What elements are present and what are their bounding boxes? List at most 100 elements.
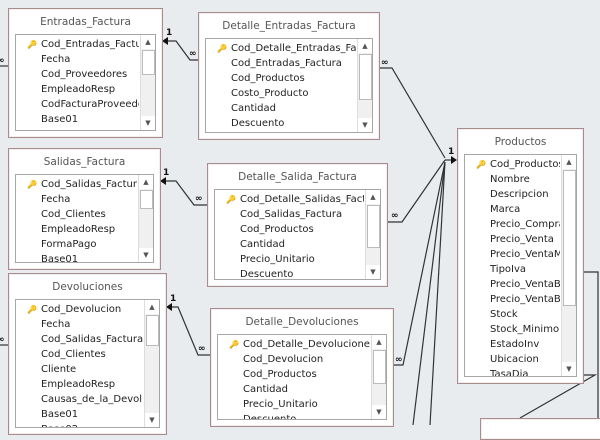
- field-item[interactable]: 🔑Cod_Salidas_Factura: [16, 177, 137, 192]
- table-title[interactable]: Salidas_Factura: [43, 156, 126, 168]
- field-item[interactable]: Cod_Entradas_Factura: [206, 56, 356, 71]
- table-entradas-factura[interactable]: Entradas_Factura 🔑Cod_Entradas_FacturaFe…: [8, 8, 163, 138]
- scroll-down-icon[interactable]: ▼: [141, 116, 155, 130]
- field-item[interactable]: Stock: [465, 307, 560, 322]
- field-item[interactable]: TasaDia: [465, 367, 560, 376]
- scroll-thumb[interactable]: [359, 54, 372, 100]
- scroll-thumb[interactable]: [142, 50, 155, 75]
- field-item[interactable]: TipoIva: [465, 262, 560, 277]
- field-item[interactable]: Descripcion: [465, 187, 560, 202]
- field-item[interactable]: Ubicacion: [465, 352, 560, 367]
- field-item[interactable]: Cod_Clientes: [16, 347, 143, 362]
- field-item[interactable]: Cod_Productos: [215, 222, 364, 237]
- scroll-down-icon[interactable]: ▼: [139, 248, 153, 262]
- table-title[interactable]: Detalle_Devoluciones: [245, 316, 359, 328]
- field-item[interactable]: Base02: [16, 127, 139, 130]
- field-item[interactable]: Precio_Compra: [465, 217, 560, 232]
- field-item[interactable]: Precio_VentaMayor: [465, 247, 560, 262]
- field-item[interactable]: Cod_Productos: [206, 71, 356, 86]
- table-partial[interactable]: [480, 418, 600, 440]
- scrollbar[interactable]: ▲ ▼: [138, 175, 153, 262]
- field-item[interactable]: Descuento: [215, 267, 364, 279]
- field-item[interactable]: Descuento: [206, 116, 356, 131]
- scroll-up-icon[interactable]: ▲: [141, 35, 155, 49]
- field-item[interactable]: Cod_Clientes: [16, 207, 137, 222]
- scroll-up-icon[interactable]: ▲: [139, 175, 153, 189]
- field-item[interactable]: Stock_Minimo: [465, 322, 560, 337]
- table-title[interactable]: Detalle_Salida_Factura: [238, 171, 357, 183]
- field-item[interactable]: EmpleadoResp: [16, 377, 143, 392]
- scroll-thumb[interactable]: [373, 350, 386, 384]
- field-item[interactable]: Base01: [16, 112, 139, 127]
- field-item[interactable]: Fecha: [16, 317, 143, 332]
- table-title[interactable]: Productos: [494, 136, 547, 148]
- field-item[interactable]: Cod_Devolucion: [218, 352, 370, 367]
- field-item[interactable]: Base01: [16, 407, 143, 422]
- field-item[interactable]: FormaPago: [16, 237, 137, 252]
- field-item[interactable]: Precio_Unitario: [218, 397, 370, 412]
- field-item[interactable]: CodFacturaProveedor: [16, 97, 139, 112]
- field-item[interactable]: Marca: [465, 202, 560, 217]
- scroll-down-icon[interactable]: ▼: [358, 118, 372, 132]
- field-item[interactable]: Causas_de_la_Devolución: [16, 392, 143, 407]
- scrollbar[interactable]: ▲ ▼: [561, 155, 576, 376]
- field-item[interactable]: 🔑Cod_Entradas_Factura: [16, 37, 139, 52]
- field-item[interactable]: Cantidad: [218, 382, 370, 397]
- field-item[interactable]: Cliente: [16, 362, 143, 377]
- field-item[interactable]: Cod_Salidas_Factura: [215, 207, 364, 222]
- field-item[interactable]: Base02: [16, 422, 143, 427]
- scroll-up-icon[interactable]: ▲: [366, 190, 380, 204]
- field-list[interactable]: 🔑Cod_Entradas_FacturaFechaCod_Proveedore…: [15, 34, 156, 131]
- field-item[interactable]: 🔑Cod_Productos: [465, 157, 560, 172]
- scrollbar[interactable]: ▲ ▼: [365, 190, 380, 279]
- scrollbar[interactable]: ▲ ▼: [371, 335, 386, 419]
- field-item[interactable]: 🔑Cod_Devolucion: [16, 302, 143, 317]
- scroll-up-icon[interactable]: ▲: [145, 300, 159, 314]
- scroll-down-icon[interactable]: ▼: [372, 405, 386, 419]
- table-title[interactable]: Entradas_Factura: [40, 16, 131, 28]
- field-item[interactable]: Cantidad: [215, 237, 364, 252]
- scroll-down-icon[interactable]: ▼: [366, 265, 380, 279]
- field-item[interactable]: EstadoInv: [465, 337, 560, 352]
- field-item[interactable]: Precio_Venta: [465, 232, 560, 247]
- scrollbar[interactable]: ▲ ▼: [140, 35, 155, 130]
- scrollbar[interactable]: ▲ ▼: [144, 300, 159, 427]
- field-item[interactable]: EmpleadoResp: [16, 222, 137, 237]
- field-item[interactable]: Precio_VentaBsMayor: [465, 292, 560, 307]
- scroll-thumb[interactable]: [367, 205, 380, 248]
- field-item[interactable]: Precio_Unitario: [215, 252, 364, 267]
- scroll-up-icon[interactable]: ▲: [372, 335, 386, 349]
- scroll-down-icon[interactable]: ▼: [562, 362, 576, 376]
- scroll-thumb[interactable]: [140, 190, 153, 209]
- field-item[interactable]: Nombre: [465, 172, 560, 187]
- table-title[interactable]: Devoluciones: [52, 281, 123, 293]
- scroll-up-icon[interactable]: ▲: [562, 155, 576, 169]
- scroll-down-icon[interactable]: ▼: [145, 413, 159, 427]
- table-detalle-salida-factura[interactable]: Detalle_Salida_Factura 🔑Cod_Detalle_Sali…: [207, 163, 388, 287]
- scrollbar[interactable]: ▲ ▼: [357, 39, 372, 132]
- scroll-thumb[interactable]: [563, 170, 576, 306]
- field-item[interactable]: Costo_Producto: [206, 86, 356, 101]
- field-item[interactable]: Fecha: [16, 192, 137, 207]
- field-item[interactable]: EmpleadoResp: [16, 82, 139, 97]
- field-item[interactable]: 🔑Cod_Detalle_Devoluciones: [218, 337, 370, 352]
- scroll-thumb[interactable]: [146, 315, 159, 346]
- field-item[interactable]: Fecha: [16, 52, 139, 67]
- field-list[interactable]: 🔑Cod_Detalle_Salidas_FacturaCod_Salidas_…: [214, 189, 381, 280]
- field-item[interactable]: SubTotal_Entrada: [206, 131, 356, 132]
- scroll-up-icon[interactable]: ▲: [358, 39, 372, 53]
- field-item[interactable]: Cod_Salidas_Factura: [16, 332, 143, 347]
- field-item[interactable]: Base01: [16, 252, 137, 262]
- field-item[interactable]: Cod_Proveedores: [16, 67, 139, 82]
- table-detalle-devoluciones[interactable]: Detalle_Devoluciones 🔑Cod_Detalle_Devolu…: [210, 308, 394, 427]
- field-item[interactable]: 🔑Cod_Detalle_Salidas_Factura: [215, 192, 364, 207]
- field-item[interactable]: Cantidad: [206, 101, 356, 116]
- field-item[interactable]: 🔑Cod_Detalle_Entradas_Factura: [206, 41, 356, 56]
